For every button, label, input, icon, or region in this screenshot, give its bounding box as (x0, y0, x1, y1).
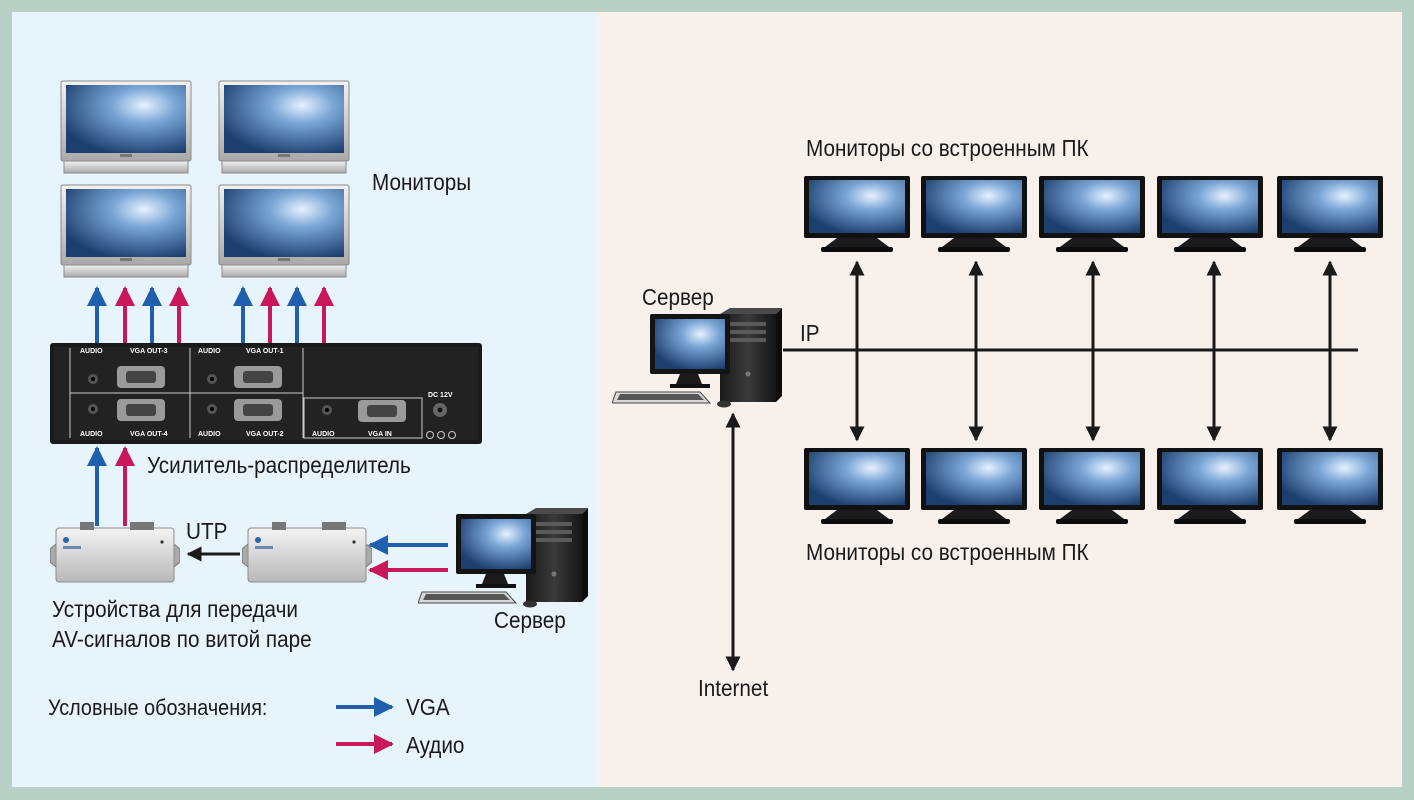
pc-monitor-top-4 (1157, 176, 1263, 252)
amp-label-audio-in: AUDIO (312, 431, 335, 438)
amp-output-arrows (87, 286, 334, 343)
server-left (418, 508, 588, 608)
utp-label: UTP (186, 518, 228, 544)
pc-monitor-bottom-4 (1157, 448, 1263, 524)
server-right (612, 308, 782, 408)
amp-label-audio-bottom-1: AUDIO (80, 431, 103, 438)
server-left-label: Сервер (494, 607, 566, 633)
pc-monitor-bottom-3 (1039, 448, 1145, 524)
amp-label-vga-out-2: VGA OUT-2 (246, 431, 284, 438)
pc-monitor-bottom-1 (804, 448, 910, 524)
amp-label-vga-in: VGA IN (368, 431, 392, 438)
bottom-monitors-label: Мониторы со встроенным ПК (806, 539, 1089, 565)
amplifier-label: Усилитель-распределитель (147, 452, 411, 478)
server-right-label: Сервер (642, 284, 714, 310)
pc-monitor-bottom-2 (921, 448, 1027, 524)
amp-label-audio-top-2: AUDIO (198, 348, 221, 355)
amp-label-vga-out-4: VGA OUT-4 (130, 431, 168, 438)
monitor-tv-3 (60, 184, 192, 278)
utp-transmitter (242, 522, 372, 583)
legend-vga-label: VGA (406, 694, 450, 720)
amp-label-vga-out-3: VGA OUT-3 (130, 348, 168, 355)
amp-label-audio-bottom-2: AUDIO (198, 431, 221, 438)
pc-monitor-top-1 (804, 176, 910, 252)
monitors-label: Мониторы (372, 169, 472, 195)
twisted-pair-label-line1: Устройства для передачи (52, 596, 298, 622)
ip-link-arrows (849, 260, 1338, 442)
pc-monitor-top-3 (1039, 176, 1145, 252)
legend-audio-label: Аудио (406, 732, 465, 758)
monitor-tv-1 (60, 80, 192, 174)
pc-monitor-top-2 (921, 176, 1027, 252)
ip-label: IP (800, 320, 820, 346)
amp-label-vga-out-1: VGA OUT-1 (246, 348, 284, 355)
internet-label: Internet (698, 675, 769, 701)
monitor-tv-4 (218, 184, 350, 278)
monitor-tv-2 (218, 80, 350, 174)
pc-monitor-bottom-5 (1277, 448, 1383, 524)
twisted-pair-label-line2: AV-сигналов по витой паре (52, 626, 312, 652)
utp-receiver (50, 522, 180, 583)
top-monitors-label: Мониторы со встроенным ПК (806, 135, 1089, 161)
pc-monitor-top-5 (1277, 176, 1383, 252)
amp-label-audio-top-1: AUDIO (80, 348, 103, 355)
amplifier-distributor (50, 343, 482, 444)
amp-label-dc-12v: DC 12V (428, 392, 453, 399)
legend-title: Условные обозначения: (48, 695, 268, 720)
